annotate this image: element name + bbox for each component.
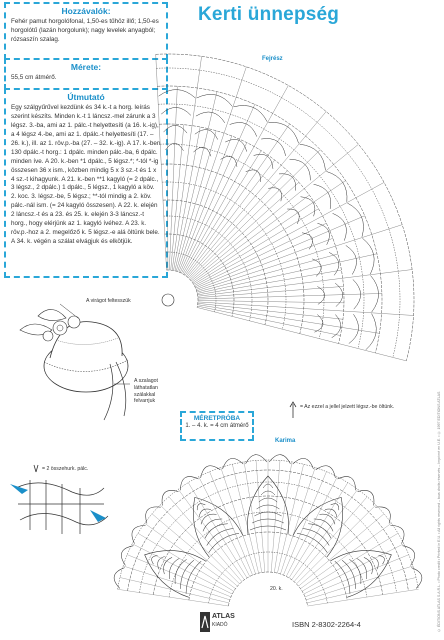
karima-label: Karima bbox=[275, 438, 296, 444]
arrow-note: = Az ezzel a jellel jelzett légsz.-be öl… bbox=[300, 404, 395, 410]
fejresz-label: Fejrész bbox=[262, 56, 283, 62]
size-text: 55,5 cm átmérő. bbox=[11, 74, 57, 81]
logo-text-2: KIADÓ bbox=[212, 622, 228, 628]
isbn: ISBN 2-8302-2264-4 bbox=[292, 620, 361, 629]
gauge-box: MÉRETPRÓBA 1. – 4. k. = 4 cm átmérő bbox=[180, 411, 254, 441]
flower-note: A virágot feltesszük bbox=[86, 298, 131, 304]
atlas-logo bbox=[200, 612, 210, 632]
row-label: 20. k. bbox=[270, 586, 283, 592]
copyright-sidebar: © ÉDITIONS ATLAS S.A.R.L. • Photo credit… bbox=[437, 391, 441, 632]
logo-text-1: ATLAS bbox=[212, 613, 235, 620]
materials-text: Fehér pamut horgolófonal, 1,50-es tűhöz … bbox=[11, 18, 159, 43]
guide-box: Útmutató Egy szálgyűrűvel kezdünk és 34 … bbox=[4, 88, 168, 278]
page-title: Kerti ünnepség bbox=[198, 4, 340, 25]
gauge-text: 1. – 4. k. = 4 cm átmérő bbox=[185, 423, 249, 429]
materials-heading: Hozzávalók: bbox=[61, 6, 111, 16]
ribbon-note: A szalagot láthatatlan szálakkal felvarr… bbox=[134, 378, 158, 405]
guide-heading: Útmutató bbox=[67, 92, 105, 102]
gauge-heading: MÉRETPRÓBA bbox=[193, 415, 241, 422]
stitch-note: = 2 összehurk. pálc. bbox=[42, 466, 89, 472]
guide-text: Egy szálgyűrűvel kezdünk és 34 k.-t a ho… bbox=[11, 104, 161, 246]
size-heading: Mérete: bbox=[70, 62, 102, 72]
